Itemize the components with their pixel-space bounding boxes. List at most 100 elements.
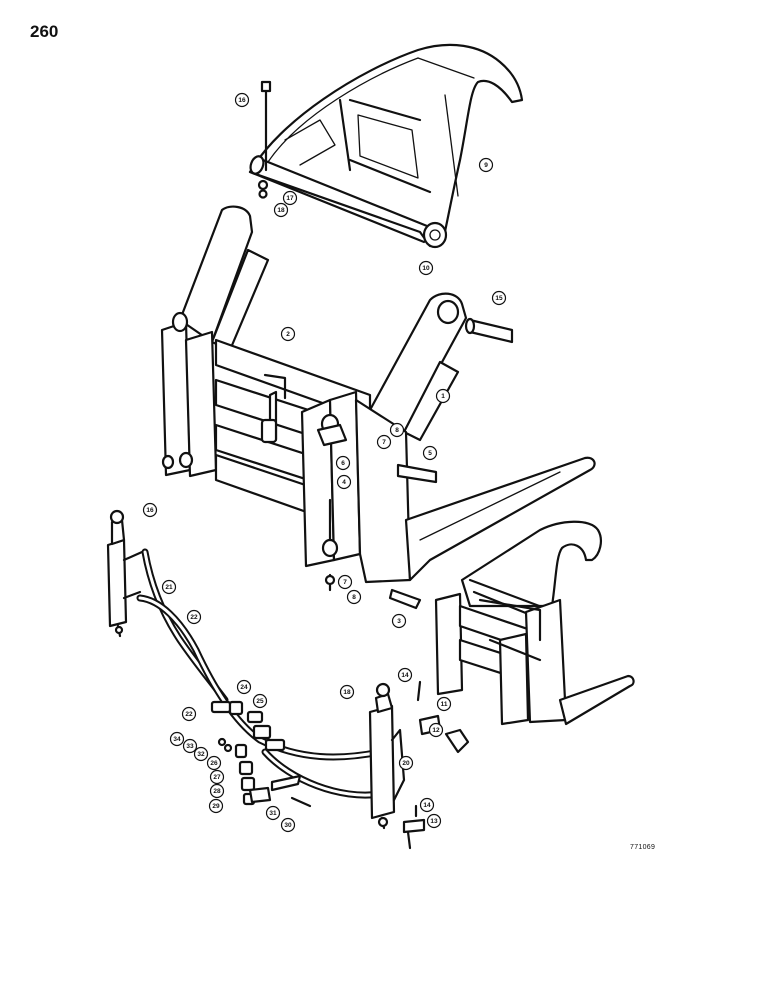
callout-31: 31	[265, 805, 281, 821]
callout-13: 13	[426, 813, 442, 829]
callout-24: 24	[236, 679, 252, 695]
callout-21: 21	[161, 579, 177, 595]
callout-circle	[336, 474, 352, 490]
callout-label: 30	[284, 822, 292, 829]
callout-circle	[234, 92, 250, 108]
callout-circle	[206, 755, 222, 771]
callout-circle	[389, 422, 405, 438]
pins	[316, 317, 514, 610]
callout-16: 16	[142, 502, 158, 518]
callout-label: 18	[277, 207, 285, 214]
callout-label: 10	[422, 265, 430, 272]
callout-15: 15	[491, 290, 507, 306]
callout-label: 5	[428, 450, 432, 457]
callout-label: 26	[210, 760, 218, 767]
callout-circle	[181, 706, 197, 722]
callout-28: 28	[209, 783, 225, 799]
callout-circle	[169, 731, 185, 747]
callout-label: 28	[213, 788, 221, 795]
callout-29: 29	[208, 798, 224, 814]
left-cylinder	[106, 509, 144, 638]
figure-id: 771069	[630, 844, 656, 851]
callout-circle	[339, 684, 355, 700]
callout-9: 9	[478, 157, 494, 173]
callout-circle	[182, 738, 198, 754]
callout-label: 8	[352, 594, 356, 601]
callout-label: 16	[238, 97, 246, 104]
callout-7: 7	[376, 434, 392, 450]
callout-3: 3	[391, 613, 407, 629]
grapple-arm	[248, 43, 524, 249]
callout-label: 1	[441, 393, 445, 400]
callout-25: 25	[252, 693, 268, 709]
callout-label: 7	[382, 439, 386, 446]
callout-label: 7	[343, 579, 347, 586]
callout-circle	[236, 679, 252, 695]
callout-18: 18	[339, 684, 355, 700]
callout-label: 18	[343, 689, 351, 696]
callout-label: 20	[402, 760, 410, 767]
callout-4: 4	[336, 474, 352, 490]
callout-circle	[491, 290, 507, 306]
callout-26: 26	[206, 755, 222, 771]
callout-27: 27	[209, 769, 225, 785]
callout-label: 22	[190, 614, 198, 621]
callout-label: 21	[165, 584, 173, 591]
callout-circle	[252, 693, 268, 709]
callout-label: 15	[495, 295, 503, 302]
callout-circle	[397, 667, 413, 683]
callout-label: 12	[432, 727, 440, 734]
callout-circle	[346, 589, 362, 605]
callout-20: 20	[398, 755, 414, 771]
callout-1: 1	[435, 388, 451, 404]
callout-circle	[142, 502, 158, 518]
callout-label: 24	[240, 684, 248, 691]
callout-circle	[208, 798, 224, 814]
callout-17: 17	[282, 190, 298, 206]
callout-6: 6	[335, 455, 351, 471]
callout-18: 18	[273, 202, 289, 218]
right-cylinder	[368, 680, 470, 850]
callout-34: 34	[169, 731, 185, 747]
callout-label: 2	[286, 331, 290, 338]
callout-5: 5	[422, 445, 438, 461]
callout-11: 11	[436, 696, 452, 712]
callout-2: 2	[280, 326, 296, 342]
callout-8: 8	[346, 589, 362, 605]
page-number: 260	[30, 22, 59, 41]
callout-label: 31	[269, 810, 277, 817]
callout-circle	[265, 805, 281, 821]
callout-circle	[280, 326, 296, 342]
callout-label: 29	[212, 803, 220, 810]
callout-32: 32	[193, 746, 209, 762]
callout-10: 10	[418, 260, 434, 276]
callout-circle	[161, 579, 177, 595]
callout-circle	[273, 202, 289, 218]
callout-label: 9	[484, 162, 488, 169]
callout-label: 11	[441, 701, 448, 708]
callout-circle	[280, 817, 296, 833]
callout-circle	[422, 445, 438, 461]
callout-label: 27	[213, 774, 221, 781]
callout-label: 16	[146, 507, 154, 514]
callout-label: 13	[430, 818, 438, 825]
callout-circle	[426, 813, 442, 829]
callout-22: 22	[181, 706, 197, 722]
callout-circle	[209, 783, 225, 799]
callout-circle	[391, 613, 407, 629]
callout-circle	[398, 755, 414, 771]
callout-14: 14	[419, 797, 435, 813]
callout-22: 22	[186, 609, 202, 625]
callout-16: 16	[234, 92, 250, 108]
callout-label: 32	[197, 751, 205, 758]
callout-circle	[337, 574, 353, 590]
callout-circle	[478, 157, 494, 173]
callout-circle	[209, 769, 225, 785]
callout-label: 25	[256, 698, 264, 705]
callout-circle	[435, 388, 451, 404]
callout-circle	[418, 260, 434, 276]
callout-label: 22	[185, 711, 193, 718]
callout-label: 3	[397, 618, 401, 625]
